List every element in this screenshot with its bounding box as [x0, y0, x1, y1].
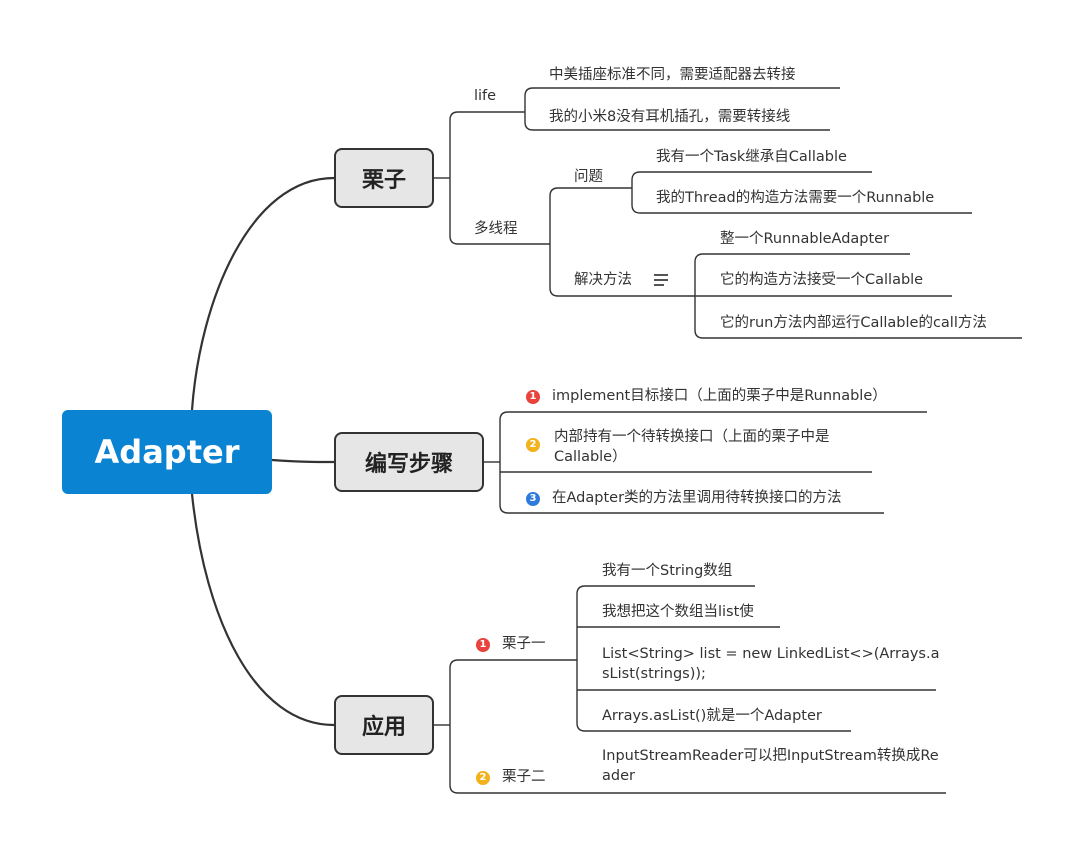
topic-examples[interactable]: 栗子: [334, 148, 434, 208]
marker-1-icon: 1: [476, 638, 490, 652]
root-topic[interactable]: Adapter: [62, 410, 272, 494]
leaf-task-callable[interactable]: 我有一个Task继承自Callable: [656, 149, 847, 165]
leaf-list-code[interactable]: List<String> list = new LinkedList<>(Arr…: [602, 646, 940, 682]
topic-applications[interactable]: 应用: [334, 695, 434, 755]
topic-writing-steps[interactable]: 编写步骤: [334, 432, 484, 492]
subtopic-solution[interactable]: 解决方法: [574, 272, 632, 288]
marker-2-icon: 2: [476, 771, 490, 785]
subtopic-life[interactable]: life: [474, 88, 497, 104]
leaf-socket-standard[interactable]: 中美插座标准不同，需要适配器去转接: [549, 67, 796, 83]
leaf-string-array[interactable]: 我有一个String数组: [602, 563, 733, 579]
marker-3-icon: 3: [526, 492, 540, 506]
leaf-constructor-callable[interactable]: 它的构造方法接受一个Callable: [720, 272, 924, 288]
leaf-thread-runnable[interactable]: 我的Thread的构造方法需要一个Runnable: [656, 190, 935, 206]
leaf-array-as-list[interactable]: 我想把这个数组当list使: [602, 604, 754, 620]
marker-1-icon: 1: [526, 390, 540, 404]
step-2[interactable]: 2 内部持有一个待转换接口（上面的栗子中是Callable）: [526, 427, 866, 467]
marker-2-icon: 2: [526, 438, 540, 452]
subtopic-problem[interactable]: 问题: [574, 169, 603, 185]
leaf-run-calls-call[interactable]: 它的run方法内部运行Callable的call方法: [720, 315, 987, 331]
leaf-inputstreamreader[interactable]: InputStreamReader可以把InputStream转换成Reader: [602, 748, 939, 784]
subtopic-multithreading[interactable]: 多线程: [474, 221, 518, 237]
leaf-aslist-adapter[interactable]: Arrays.asList()就是一个Adapter: [602, 708, 822, 724]
leaf-runnable-adapter[interactable]: 整一个RunnableAdapter: [720, 231, 890, 247]
leaf-headphone-jack[interactable]: 我的小米8没有耳机插孔，需要转接线: [549, 109, 791, 125]
notes-icon[interactable]: [654, 274, 668, 286]
